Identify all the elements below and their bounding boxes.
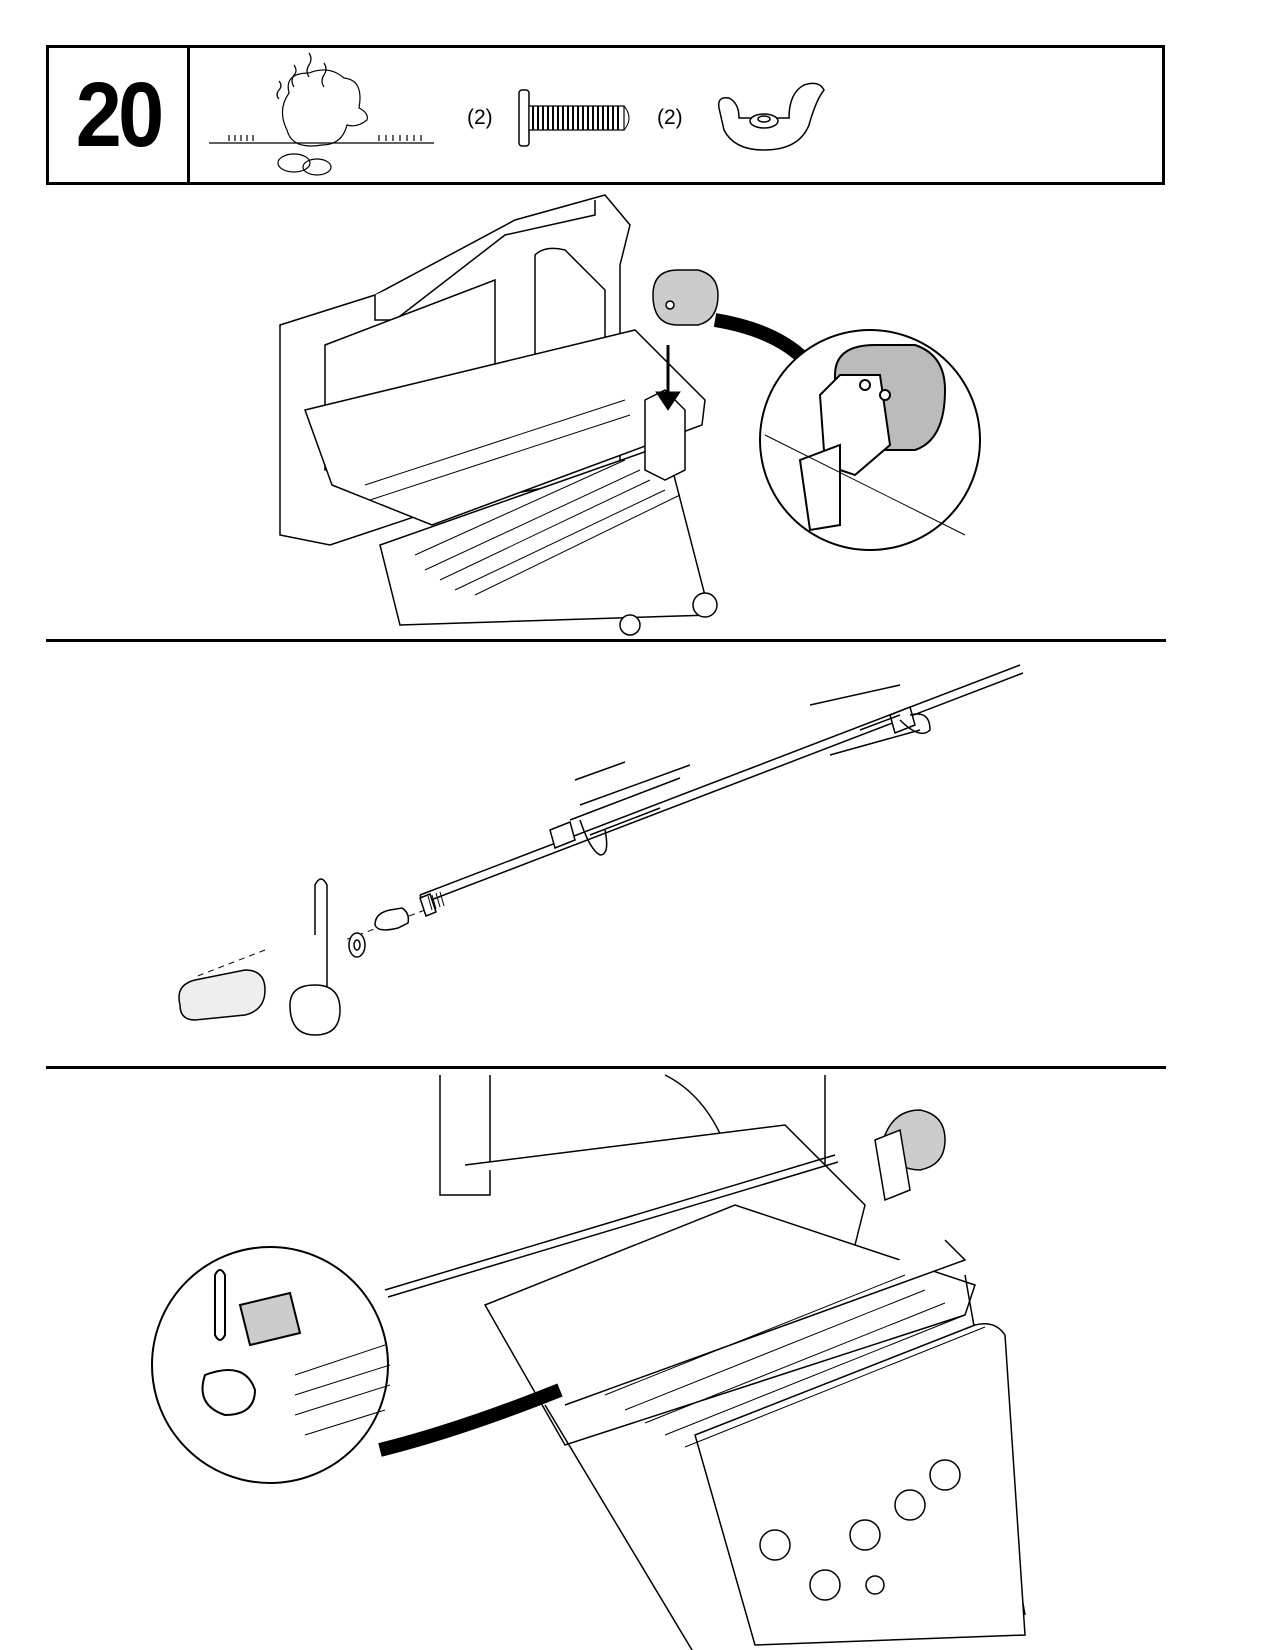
step-number: 20 bbox=[75, 63, 165, 166]
detail-callout-motor bbox=[760, 330, 980, 550]
screw-quantity: (2) bbox=[467, 106, 493, 129]
wing-nut-icon bbox=[714, 83, 829, 153]
step-number-cell: 20 bbox=[49, 48, 190, 182]
grill-motor-install-illustration bbox=[275, 195, 985, 630]
grill-rotisserie-installed-illustration bbox=[145, 1075, 1025, 1650]
step-header: 20 (2) (2) bbox=[46, 45, 1165, 185]
wing-nut-quantity: (2) bbox=[657, 106, 683, 129]
section-divider bbox=[46, 1066, 1166, 1069]
detail-callout-spit-handle bbox=[152, 1247, 390, 1483]
screw-icon bbox=[519, 88, 639, 148]
section-divider bbox=[46, 639, 1166, 642]
rotisserie-chicken-icon bbox=[209, 63, 449, 173]
spit-rod-assembly-illustration bbox=[170, 660, 1030, 1060]
